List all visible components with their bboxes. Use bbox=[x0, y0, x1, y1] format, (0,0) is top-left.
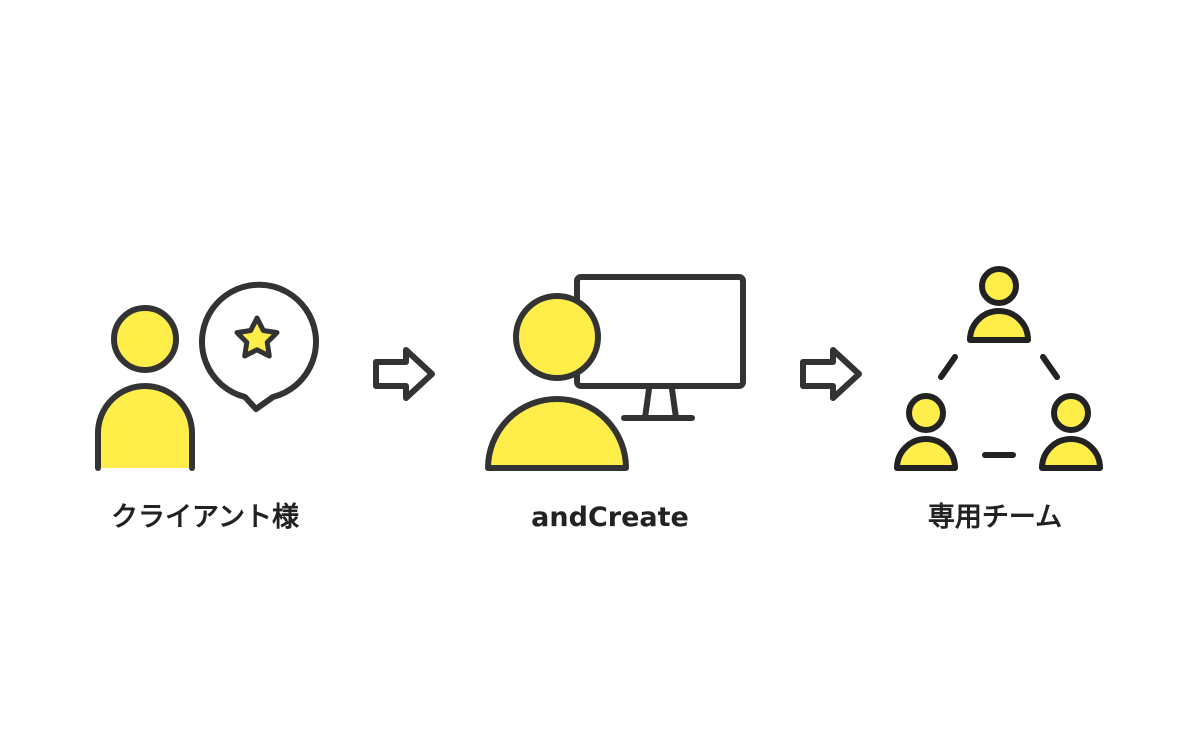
team-right-head bbox=[1051, 393, 1091, 433]
andcreate-head bbox=[513, 293, 601, 381]
step-label-team: 専用チーム bbox=[927, 502, 1063, 533]
team-top-body bbox=[967, 308, 1031, 343]
team-right-body bbox=[1039, 436, 1103, 471]
andcreate-body bbox=[485, 396, 629, 471]
step-label-andcreate: andCreate bbox=[531, 502, 689, 533]
client-body bbox=[95, 383, 195, 471]
star-icon bbox=[234, 315, 280, 359]
team-left-head bbox=[906, 393, 946, 433]
arrow-right-icon bbox=[373, 347, 435, 401]
team-top-head bbox=[979, 266, 1019, 306]
monitor-screen bbox=[574, 274, 746, 389]
person-at-monitor-icon bbox=[485, 274, 746, 471]
team-link-left bbox=[938, 354, 958, 380]
team-left-body bbox=[894, 436, 958, 471]
monitor-stand-left bbox=[642, 386, 652, 421]
step-label-client: クライアント様 bbox=[111, 502, 299, 533]
monitor-stand-right bbox=[669, 386, 679, 421]
person-with-star-speech-bubble-icon bbox=[95, 281, 319, 471]
client-head bbox=[111, 305, 179, 373]
team-link-right bbox=[1040, 354, 1060, 380]
team-triangle-icon bbox=[894, 266, 1103, 471]
arrow-right-icon bbox=[800, 347, 862, 401]
